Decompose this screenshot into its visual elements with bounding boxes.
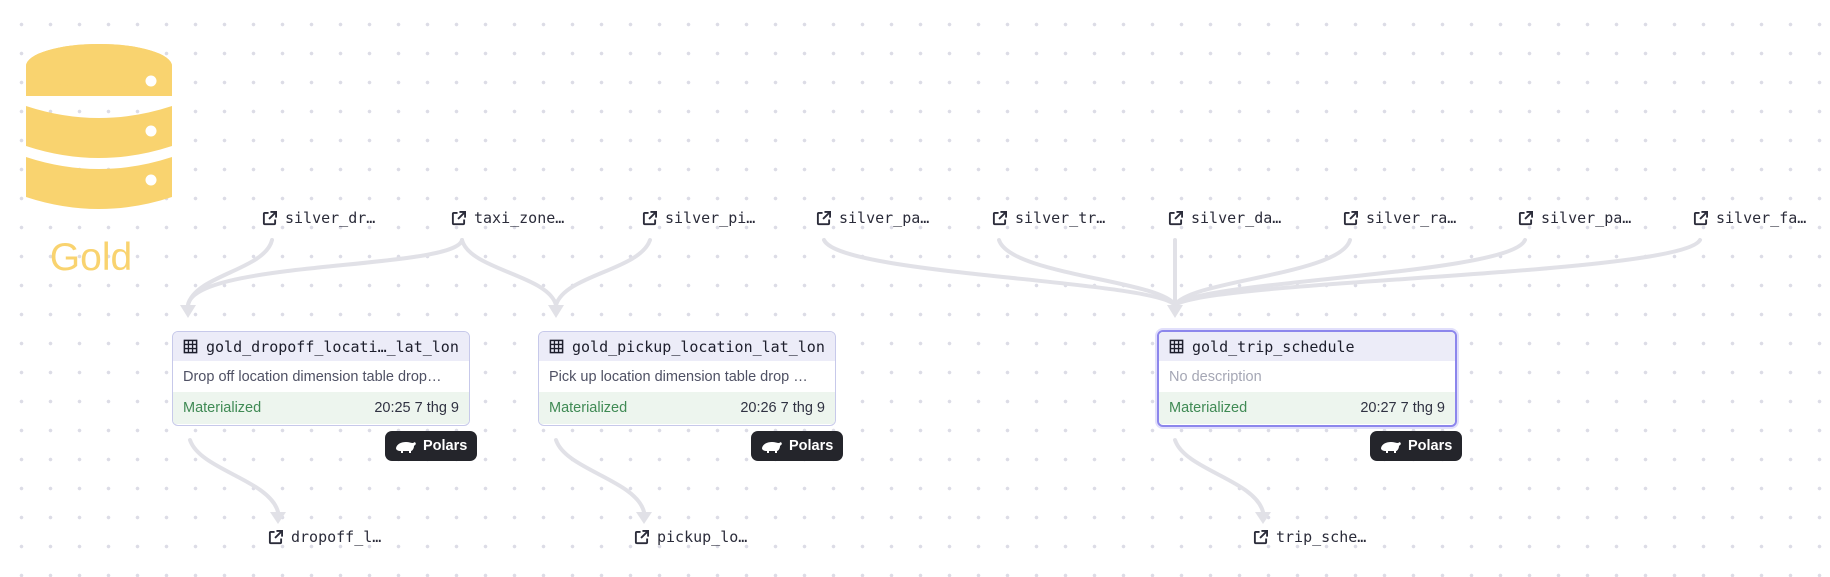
external-link-icon (642, 210, 657, 225)
asset-name: gold_pickup_location_lat_lon (572, 337, 825, 356)
asset-card-gold-dropoff[interactable]: gold_dropoff_locati…_lat_lon Drop off lo… (172, 331, 470, 426)
upstream-asset-silver-dropoff[interactable]: silver_dr… (262, 206, 375, 230)
downstream-asset-label: dropoff_l… (291, 528, 382, 546)
materialized-time: 20:25 7 thg 9 (374, 400, 459, 416)
external-link-icon (1693, 210, 1708, 225)
materialized-time: 20:27 7 thg 9 (1360, 400, 1445, 416)
upstream-asset-silver-fa[interactable]: silver_fa… (1693, 206, 1806, 230)
table-icon (1169, 339, 1184, 354)
polars-badge: Polars (751, 431, 844, 461)
materialized-status: Materialized (183, 400, 262, 416)
asset-card-header: gold_trip_schedule (1159, 332, 1455, 361)
asset-card-gold-pickup[interactable]: gold_pickup_location_lat_lon Pick up loc… (538, 331, 836, 426)
polars-badge: Polars (385, 431, 478, 461)
materialized-status: Materialized (549, 400, 628, 416)
external-link-icon (1518, 210, 1533, 225)
upstream-asset-label: silver_pa… (839, 209, 930, 227)
external-link-icon (992, 210, 1007, 225)
external-link-icon (268, 529, 283, 544)
group-title: Gold (49, 236, 133, 279)
asset-name: gold_dropoff_locati…_lat_lon (206, 337, 459, 356)
asset-name: gold_trip_schedule (1192, 337, 1355, 356)
upstream-asset-label: taxi_zone… (474, 209, 565, 227)
upstream-asset-silver-tr[interactable]: silver_tr… (992, 206, 1105, 230)
external-link-icon (1168, 210, 1183, 225)
downstream-asset-label: trip_sche… (1276, 528, 1367, 546)
table-icon (183, 339, 198, 354)
materialized-status: Materialized (1169, 400, 1248, 416)
asset-description: Pick up location dimension table drop … (549, 368, 808, 385)
downstream-asset-trip-schedule[interactable]: trip_sche… (1253, 525, 1366, 549)
upstream-asset-label: silver_da… (1191, 209, 1282, 227)
asset-description: Drop off location dimension table drop… (183, 368, 442, 385)
polar-bear-icon (762, 441, 782, 453)
polar-bear-icon (1381, 441, 1401, 453)
external-link-icon (262, 210, 277, 225)
asset-status-row: Materialized 20:25 7 thg 9 (173, 392, 469, 424)
table-icon (549, 339, 564, 354)
compute-kind-label: Polars (423, 438, 468, 454)
asset-status-row: Materialized 20:27 7 thg 9 (1159, 392, 1455, 424)
external-link-icon (451, 210, 466, 225)
materialized-time: 20:26 7 thg 9 (740, 400, 825, 416)
upstream-asset-label: silver_ra… (1366, 209, 1457, 227)
asset-card-gold-trip-schedule[interactable]: gold_trip_schedule No description Materi… (1157, 330, 1457, 427)
compute-kind-label: Polars (1408, 438, 1453, 454)
upstream-asset-label: silver_pa… (1541, 209, 1632, 227)
polars-badge: Polars (1370, 431, 1463, 461)
upstream-asset-label: silver_tr… (1015, 209, 1106, 227)
upstream-asset-label: silver_dr… (285, 209, 376, 227)
upstream-asset-silver-pa-2[interactable]: silver_pa… (1518, 206, 1631, 230)
upstream-asset-silver-ra[interactable]: silver_ra… (1343, 206, 1456, 230)
downstream-asset-dropoff[interactable]: dropoff_l… (268, 525, 381, 549)
database-icon (26, 44, 172, 209)
polar-bear-icon (396, 441, 416, 453)
upstream-asset-label: silver_fa… (1716, 209, 1807, 227)
external-link-icon (1253, 529, 1268, 544)
upstream-asset-silver-da[interactable]: silver_da… (1168, 206, 1281, 230)
compute-kind-label: Polars (789, 438, 834, 454)
upstream-asset-silver-pa-1[interactable]: silver_pa… (816, 206, 929, 230)
asset-card-header: gold_pickup_location_lat_lon (539, 332, 835, 361)
external-link-icon (1343, 210, 1358, 225)
asset-card-header: gold_dropoff_locati…_lat_lon (173, 332, 469, 361)
asset-description: No description (1169, 368, 1262, 385)
upstream-asset-taxi-zone[interactable]: taxi_zone… (451, 206, 564, 230)
downstream-asset-label: pickup_lo… (657, 528, 748, 546)
external-link-icon (816, 210, 831, 225)
external-link-icon (634, 529, 649, 544)
upstream-asset-silver-pickup[interactable]: silver_pi… (642, 206, 755, 230)
asset-status-row: Materialized 20:26 7 thg 9 (539, 392, 835, 424)
upstream-asset-label: silver_pi… (665, 209, 756, 227)
downstream-asset-pickup[interactable]: pickup_lo… (634, 525, 747, 549)
